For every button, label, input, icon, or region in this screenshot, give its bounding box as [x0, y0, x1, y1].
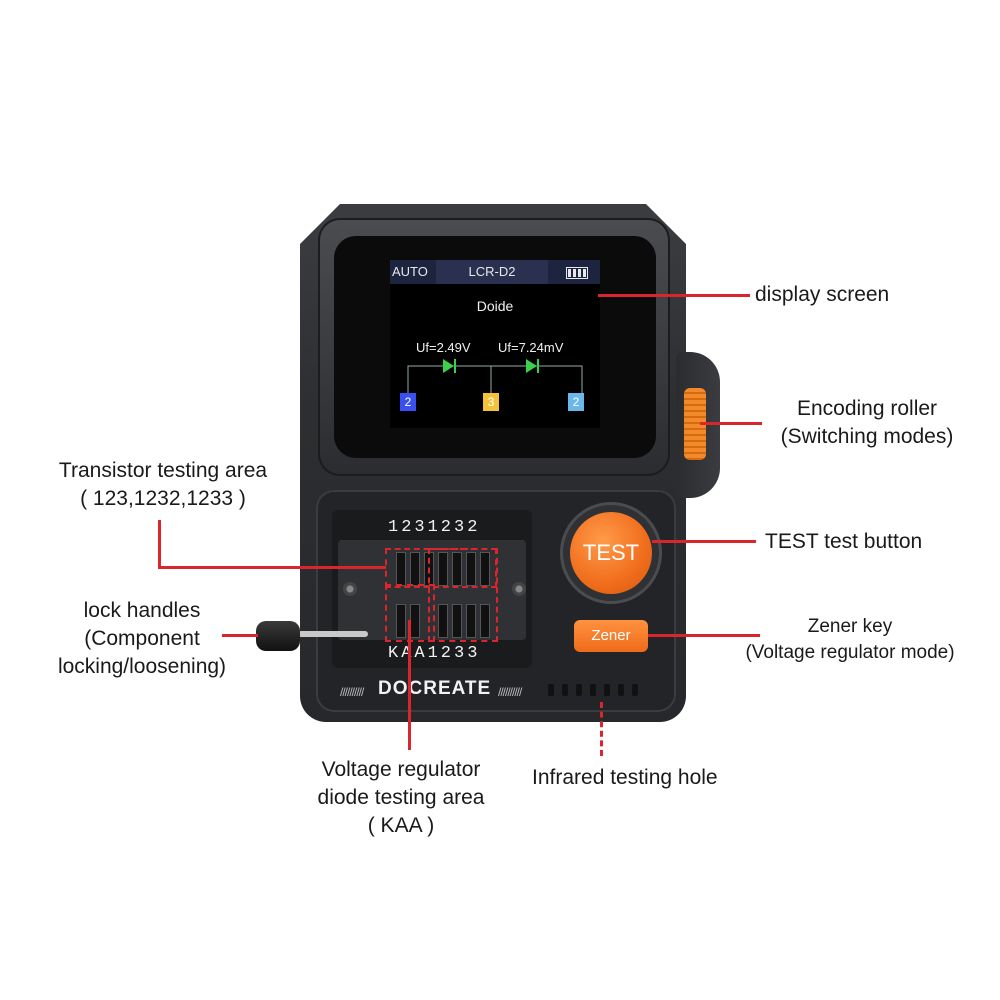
label-encoding-roller-line1: Encoding roller	[796, 397, 938, 420]
infrared-slot	[562, 684, 568, 696]
callout-line-zener	[648, 634, 760, 637]
battery-icon	[566, 267, 588, 279]
socket-pin	[396, 604, 406, 638]
label-test-button: TEST test button	[765, 530, 923, 553]
zener-button[interactable]: Zener	[574, 620, 648, 652]
infrared-slot	[604, 684, 610, 696]
label-zener-line2: (Voltage regulator mode)	[745, 642, 955, 663]
label-lock-line2: (Component	[84, 627, 200, 650]
infrared-slot	[590, 684, 596, 696]
component-label: Doide	[476, 298, 514, 314]
socket-bottom-label: KAA1233	[388, 644, 481, 663]
mode-label: AUTO	[392, 264, 428, 279]
screw-icon	[512, 582, 526, 596]
slash-decoration: //////////	[498, 685, 522, 699]
label-transistor-line2: ( 123,1232,1233 )	[80, 487, 246, 510]
label-transistor-area: Transistor testing area ( 123,1232,1233 …	[38, 457, 288, 513]
socket-pin	[438, 604, 448, 638]
label-lock-handles: lock handles (Component locking/loosenin…	[36, 597, 248, 681]
screw-icon	[343, 582, 357, 596]
socket-pin	[452, 552, 462, 586]
lock-handle[interactable]	[256, 621, 300, 651]
pin-box-2: 3	[483, 393, 499, 411]
callout-line-transistor-horizontal	[158, 566, 386, 569]
model-label: LCR-D2	[468, 264, 516, 279]
model-bar	[436, 260, 548, 284]
transistor-zone-outline-right	[428, 548, 498, 642]
pin-box-3: 2	[568, 393, 584, 411]
socket-top-label: 1231232	[388, 518, 481, 537]
label-zener-line1: Zener key	[807, 616, 893, 637]
diode-1-icon	[443, 359, 454, 373]
brand-logo: DOCREATE	[378, 678, 492, 699]
infrared-slot	[632, 684, 638, 696]
uf2-value: Uf=7.24mV	[498, 340, 564, 355]
label-transistor-line1: Transistor testing area	[58, 459, 268, 482]
socket-pin	[480, 604, 490, 638]
socket-pin	[452, 604, 462, 638]
label-encoding-roller-line2: (Switching modes)	[780, 425, 954, 448]
callout-line-voltage-regulator	[408, 620, 411, 750]
diode-circuit-diagram	[407, 359, 583, 394]
circuit-wire	[407, 365, 583, 394]
socket-pin	[480, 552, 490, 586]
label-lock-line1: lock handles	[83, 599, 201, 622]
diode-2-icon	[526, 359, 537, 373]
label-voltage-line3: ( KAA )	[367, 814, 435, 837]
socket-pin	[438, 552, 448, 586]
callout-line-transistor-vertical	[158, 520, 161, 567]
label-voltage-line1: Voltage regulator	[321, 758, 481, 781]
label-voltage-line2: diode testing area	[317, 786, 485, 809]
display-screen: AUTO LCR-D2 Doide Uf=2.49V Uf=7.24mV 2 3…	[390, 260, 600, 428]
label-voltage-regulator-area: Voltage regulator diode testing area ( K…	[296, 756, 506, 840]
callout-line-lock	[222, 634, 258, 637]
lock-handle-rod[interactable]	[298, 631, 368, 637]
encoding-roller[interactable]	[684, 388, 706, 460]
label-lock-line3: locking/loosening)	[57, 655, 227, 678]
slash-decoration: //////////	[340, 685, 364, 699]
test-button[interactable]: TEST	[570, 512, 652, 594]
infrared-slot	[548, 684, 554, 696]
label-zener-key: Zener key (Voltage regulator mode)	[720, 614, 980, 666]
callout-line-display	[598, 294, 750, 297]
infrared-slot	[618, 684, 624, 696]
callout-line-infrared	[600, 702, 603, 756]
callout-line-test	[652, 540, 756, 543]
label-display-screen: display screen	[755, 283, 890, 306]
label-infrared-hole: Infrared testing hole	[532, 766, 718, 789]
label-encoding-roller: Encoding roller (Switching modes)	[762, 395, 972, 451]
infrared-slot	[576, 684, 582, 696]
socket-pin	[466, 552, 476, 586]
pin-box-1: 2	[400, 393, 416, 411]
socket-pin	[466, 604, 476, 638]
uf1-value: Uf=2.49V	[416, 340, 471, 355]
callout-line-roller	[700, 422, 762, 425]
